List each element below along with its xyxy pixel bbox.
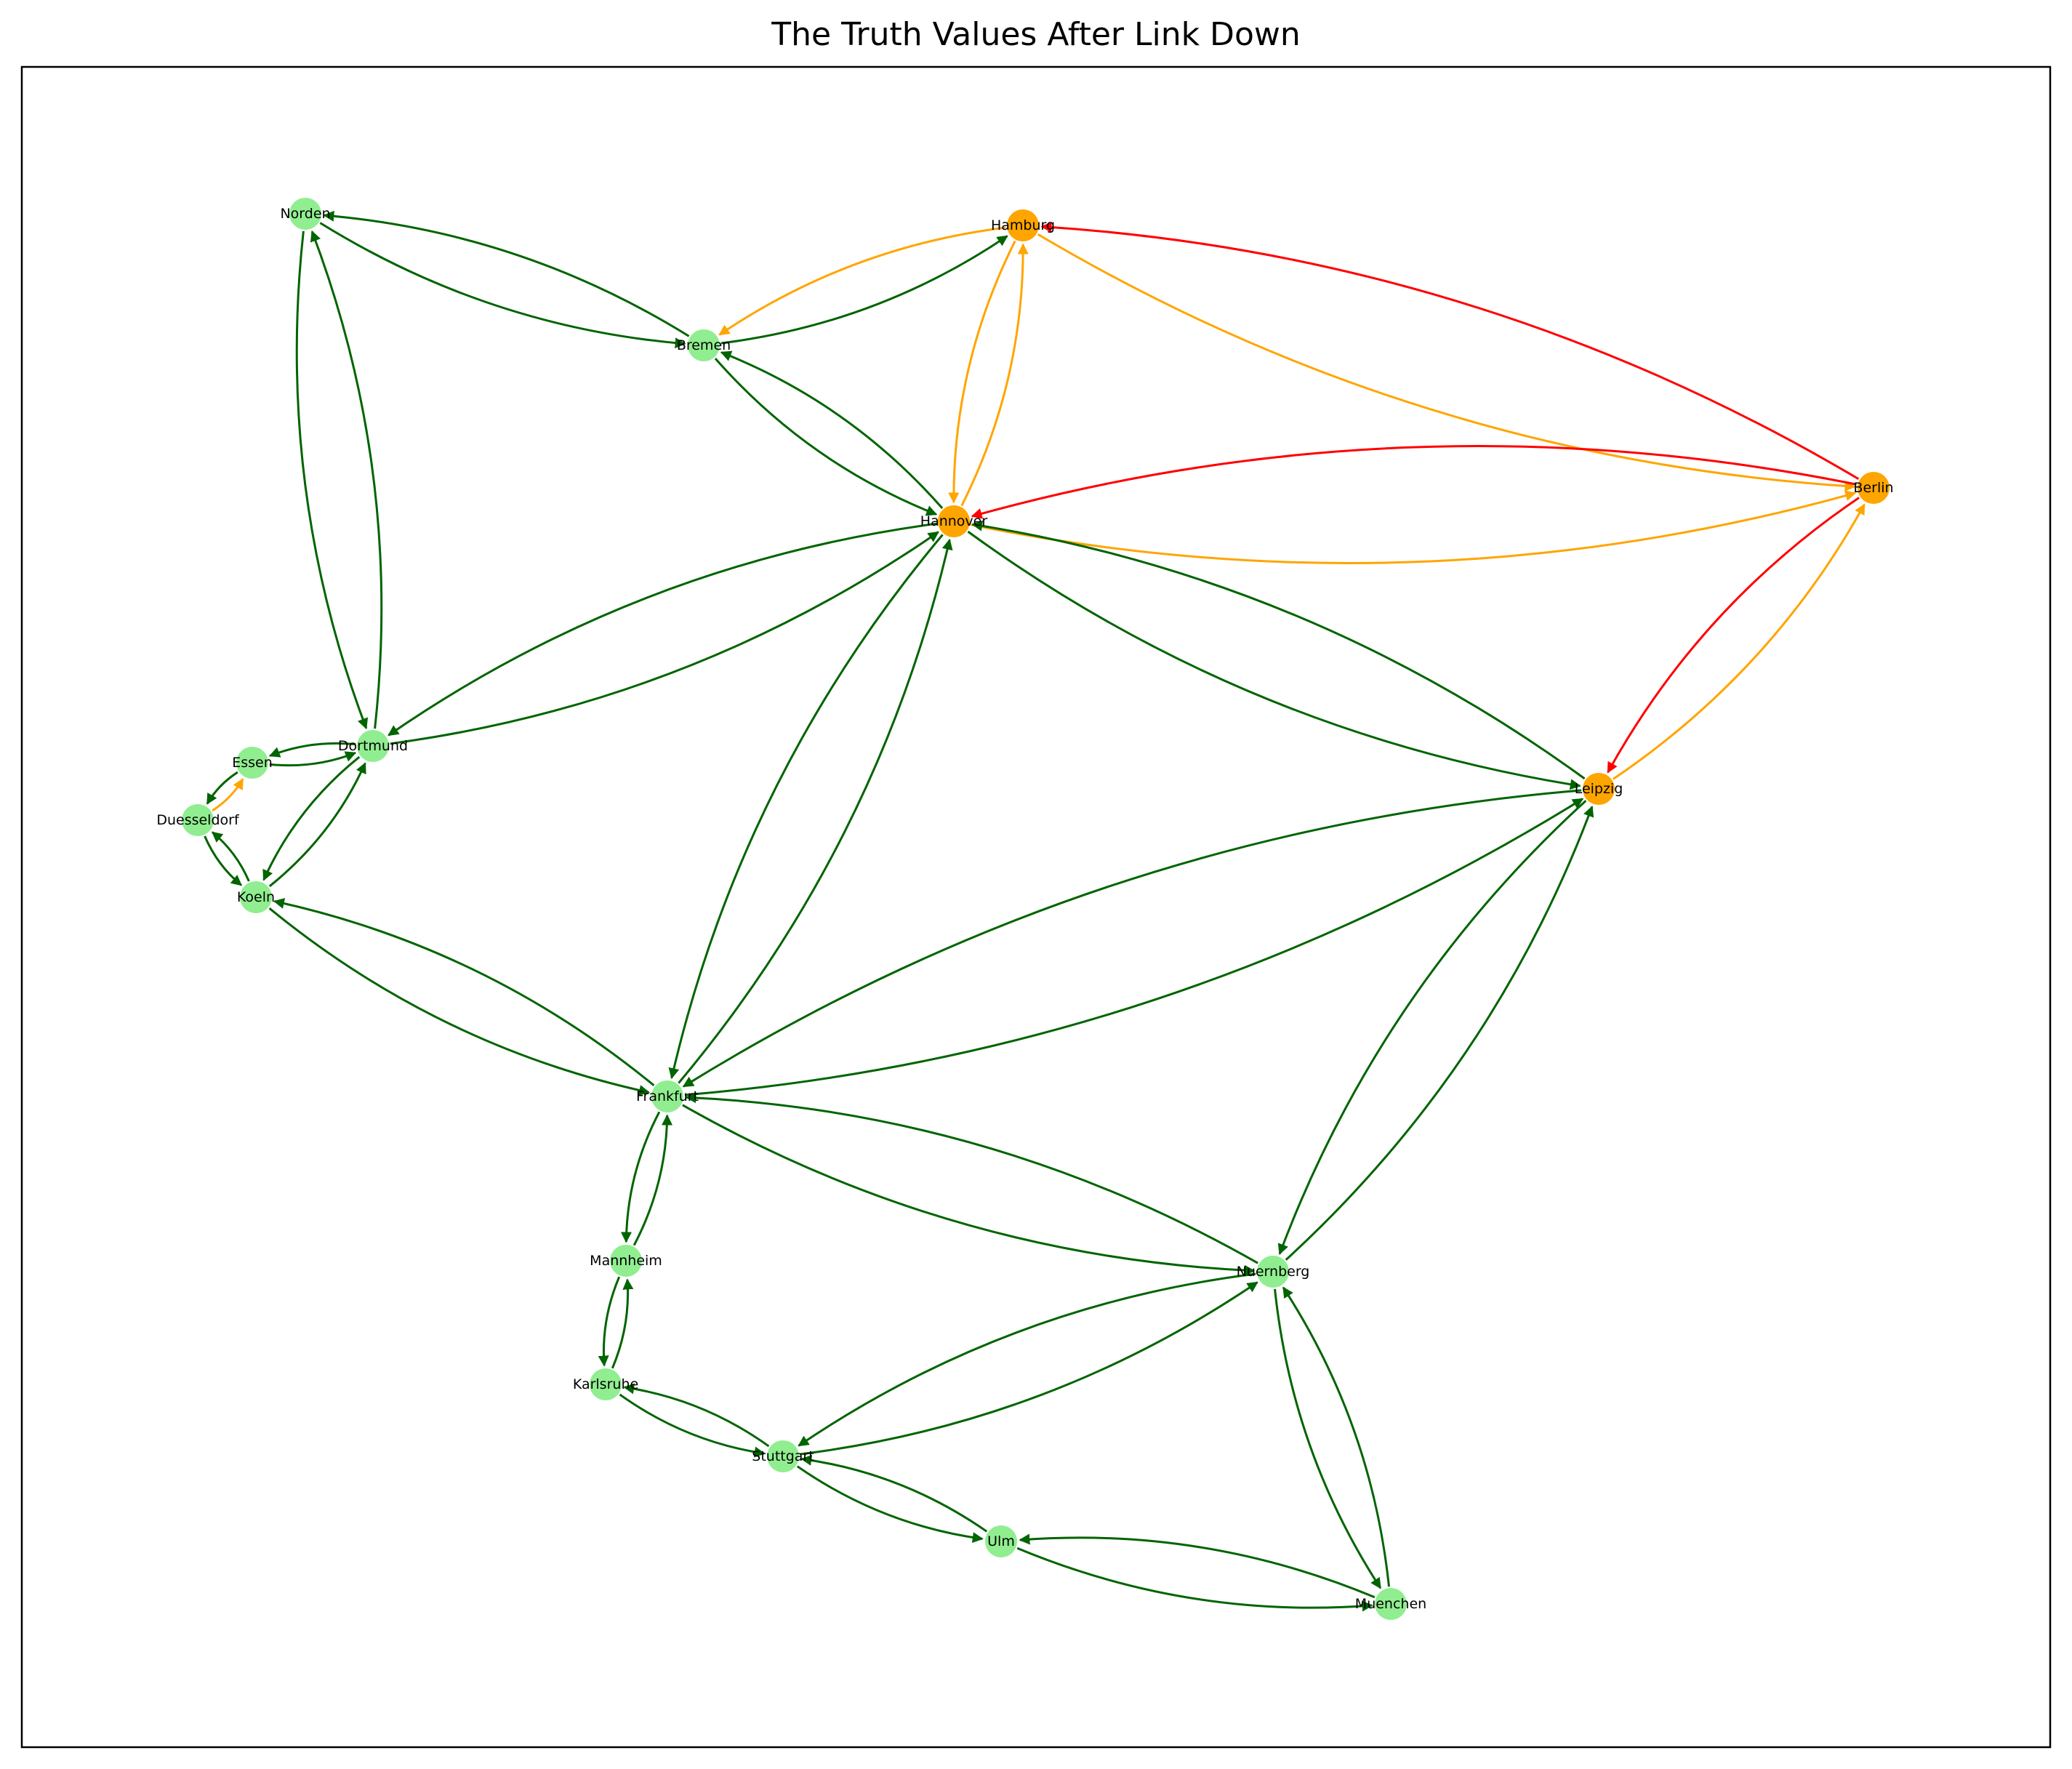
edge-norden-to-dortmund <box>295 230 369 730</box>
edge-berlin-to-leipzig <box>1607 497 1860 774</box>
edge-bremen-to-hamburg <box>720 235 1008 345</box>
node-label-muenchen: Muenchen <box>1355 1596 1426 1612</box>
edge-essen-to-duesseldorf <box>206 771 238 805</box>
edge-frankfurt-to-mannheim <box>620 1111 661 1243</box>
node-label-hamburg: Hamburg <box>991 217 1055 233</box>
edge-leipzig-to-nuernberg <box>1277 800 1587 1256</box>
node-ulm <box>985 1525 1017 1557</box>
node-muenchen <box>1375 1588 1407 1620</box>
edge-leipzig-to-hannover <box>971 520 1586 780</box>
node-label-norden: Norden <box>280 206 330 222</box>
edge-dortmund-to-essen <box>268 742 356 758</box>
nodes-layer: NordenHamburgBremenBerlinHannoverDortmun… <box>156 198 1894 1620</box>
edge-ulm-to-muenchen <box>1016 1547 1373 1612</box>
edge-mannheim-to-frankfurt <box>633 1114 673 1246</box>
edges-layer <box>204 210 1866 1612</box>
node-label-dortmund: Dortmund <box>338 738 408 754</box>
edge-leipzig-to-frankfurt <box>682 789 1582 1088</box>
node-label-hannover: Hannover <box>920 513 988 529</box>
node-hannover <box>938 505 970 537</box>
edge-hannover-to-bremen <box>720 350 944 509</box>
edge-karlsruhe-to-stuttgart <box>619 1393 766 1458</box>
node-hamburg <box>1007 209 1039 241</box>
edge-nuernberg-to-frankfurt <box>685 1092 1258 1264</box>
node-essen <box>236 747 268 779</box>
edge-frankfurt-to-nuernberg <box>682 1104 1256 1276</box>
node-nuernberg <box>1257 1256 1289 1288</box>
node-label-nuernberg: Nuernberg <box>1237 1264 1310 1280</box>
edge-koeln-to-frankfurt <box>268 907 651 1096</box>
node-label-duesseldorf: Duesseldorf <box>156 812 240 828</box>
node-label-bremen: Bremen <box>677 337 731 353</box>
edge-hamburg-to-bremen <box>718 226 1006 336</box>
node-berlin <box>1858 472 1890 504</box>
node-label-leipzig: Leipzig <box>1575 781 1623 797</box>
edge-bremen-to-hannover <box>714 358 938 516</box>
node-karlsruhe <box>590 1368 622 1400</box>
edge-stuttgart-to-nuernberg <box>800 1281 1258 1456</box>
edge-koeln-to-dortmund <box>268 762 366 888</box>
edge-nuernberg-to-muenchen <box>1274 1288 1382 1589</box>
edge-bremen-to-norden <box>323 210 690 337</box>
node-label-karlsruhe: Karlsruhe <box>573 1376 638 1392</box>
edge-hannover-to-dortmund <box>388 522 937 737</box>
node-label-ulm: Ulm <box>987 1533 1015 1549</box>
node-leipzig <box>1583 773 1615 805</box>
edge-koeln-to-duesseldorf <box>211 831 250 882</box>
edge-essen-to-dortmund <box>269 751 357 767</box>
edge-dortmund-to-hannover <box>390 531 939 745</box>
edge-norden-to-bremen <box>319 222 686 349</box>
edge-muenchen-to-nuernberg <box>1282 1286 1390 1587</box>
node-mannheim <box>610 1245 642 1277</box>
edge-duesseldorf-to-koeln <box>204 835 243 886</box>
edge-frankfurt-to-hannover <box>678 538 953 1084</box>
edge-nuernberg-to-stuttgart <box>798 1272 1256 1447</box>
edge-hannover-to-hamburg <box>960 243 1029 507</box>
edge-hannover-to-leipzig <box>967 530 1581 790</box>
node-stuttgart <box>767 1440 799 1472</box>
node-label-essen: Essen <box>232 755 273 771</box>
edge-stuttgart-to-karlsruhe <box>623 1383 770 1448</box>
edge-frankfurt-to-leipzig <box>684 798 1584 1096</box>
node-label-frankfurt: Frankfurt <box>636 1088 699 1104</box>
node-koeln <box>240 881 272 913</box>
edge-stuttgart-to-ulm <box>796 1465 984 1544</box>
edge-duesseldorf-to-essen <box>212 778 244 812</box>
edge-frankfurt-to-koeln <box>273 898 655 1086</box>
edge-hannover-to-frankfurt <box>668 534 944 1080</box>
edge-leipzig-to-berlin <box>1613 503 1866 780</box>
node-dortmund <box>357 730 389 762</box>
edge-dortmund-to-koeln <box>262 755 361 881</box>
node-duesseldorf <box>182 804 214 836</box>
edge-berlin-to-hamburg <box>1040 222 1860 481</box>
edge-hamburg-to-hannover <box>948 240 1016 504</box>
node-label-koeln: Koeln <box>237 889 275 905</box>
edge-nuernberg-to-leipzig <box>1285 805 1594 1261</box>
edge-dortmund-to-norden <box>310 230 383 729</box>
node-label-stuttgart: Stuttgart <box>752 1448 814 1464</box>
node-bremen <box>688 329 720 361</box>
node-label-berlin: Berlin <box>1853 480 1893 496</box>
edge-mannheim-to-karlsruhe <box>598 1276 621 1367</box>
edge-berlin-to-hannover <box>971 445 1857 519</box>
node-norden <box>289 198 321 230</box>
diagram-title: The Truth Values After Link Down <box>771 16 1301 53</box>
plot-frame <box>20 65 2052 1749</box>
node-label-mannheim: Mannheim <box>590 1253 662 1269</box>
edge-hamburg-to-berlin <box>1037 233 1856 492</box>
edge-muenchen-to-ulm <box>1019 1533 1376 1599</box>
edge-hannover-to-berlin <box>971 490 1857 564</box>
node-frankfurt <box>651 1080 683 1112</box>
edge-karlsruhe-to-mannheim <box>611 1278 634 1369</box>
edge-ulm-to-stuttgart <box>800 1454 988 1533</box>
